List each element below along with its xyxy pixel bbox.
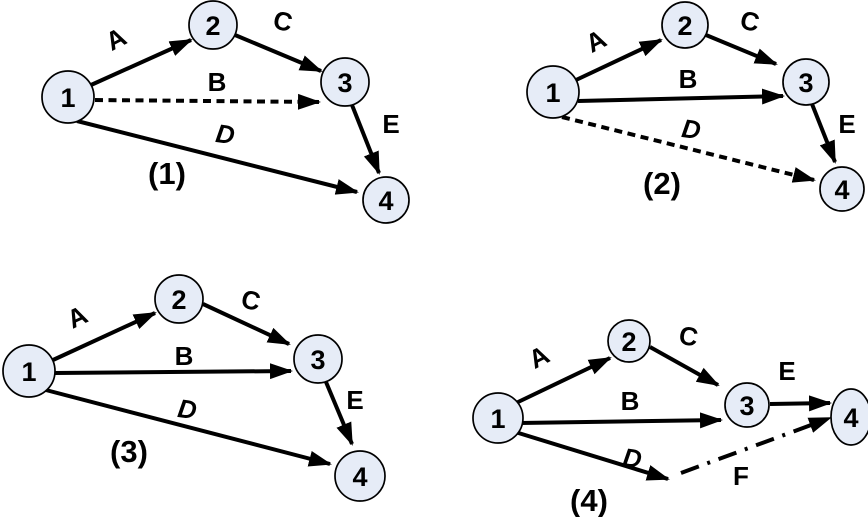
activity-label-e-diagram-4: E bbox=[778, 356, 795, 386]
node-1-circle-diagram-1 bbox=[41, 70, 95, 124]
edge-e-arrow-diagram-4 bbox=[769, 395, 832, 412]
activity-label-e-diagram-1: E bbox=[382, 109, 399, 139]
activity-label-d-diagram-4: D bbox=[621, 442, 644, 474]
activity-label-a-diagram-1: A bbox=[101, 21, 132, 56]
node-1-label-diagram-1: 1 bbox=[60, 83, 75, 113]
edge-a-arrow-diagram-2 bbox=[575, 38, 663, 82]
edge-c-arrow-diagram-4 bbox=[649, 345, 720, 387]
node-4-circle-diagram-3 bbox=[334, 450, 386, 502]
node-1-circle-diagram-2 bbox=[526, 65, 580, 119]
node-3-label-diagram-3: 3 bbox=[310, 345, 325, 375]
activity-label-c-diagram-1: C bbox=[271, 5, 296, 38]
node-2-circle-diagram-1 bbox=[188, 0, 238, 50]
activity-label-a-diagram-3: A bbox=[62, 299, 92, 334]
activity-label-a-diagram-2: A bbox=[581, 23, 612, 58]
activity-label-b-diagram-1: B bbox=[208, 67, 227, 97]
node-4-circle-diagram-4 bbox=[830, 388, 868, 446]
node-4-label-diagram-3: 4 bbox=[352, 462, 367, 492]
activity-label-e-diagram-2: E bbox=[838, 109, 855, 139]
diagram-caption-3: (3) bbox=[110, 434, 148, 469]
edge-d-arrow-diagram-2 bbox=[561, 115, 816, 183]
node-4-circle-diagram-1 bbox=[362, 176, 410, 224]
activity-label-d-diagram-1: D bbox=[214, 118, 237, 150]
activity-label-c-diagram-3: C bbox=[239, 284, 264, 317]
node-2-label-diagram-3: 2 bbox=[171, 285, 186, 315]
node-2-circle-diagram-4 bbox=[607, 319, 651, 363]
node-3-label-diagram-2: 3 bbox=[798, 68, 813, 98]
node-4-label-diagram-1: 4 bbox=[378, 186, 393, 216]
network-diagram-2: 1 2 3 4 A B C D E (2) bbox=[526, 1, 865, 212]
edge-d-arrow-diagram-4 bbox=[511, 429, 670, 481]
activity-label-d-diagram-3: D bbox=[176, 393, 199, 425]
edge-b-arrow-diagram-3 bbox=[54, 363, 293, 380]
edge-a-arrow-diagram-4 bbox=[515, 356, 612, 405]
activity-label-d-diagram-2: D bbox=[680, 113, 703, 145]
edge-d-arrow-diagram-1 bbox=[76, 119, 359, 195]
node-2-label-diagram-1: 2 bbox=[205, 11, 220, 41]
node-1-label-diagram-3: 1 bbox=[21, 357, 36, 387]
node-3-circle-diagram-4 bbox=[724, 382, 770, 428]
node-1-circle-diagram-3 bbox=[2, 344, 56, 398]
node-3-label-diagram-1: 3 bbox=[337, 68, 352, 98]
activity-label-b-diagram-4: B bbox=[621, 386, 640, 416]
node-2-label-diagram-2: 2 bbox=[677, 11, 692, 41]
activity-label-c-diagram-2: C bbox=[738, 5, 763, 38]
activity-label-b-diagram-3: B bbox=[175, 341, 194, 371]
edge-d-arrow-diagram-3 bbox=[41, 387, 332, 467]
edge-b-arrow-diagram-1 bbox=[94, 93, 321, 110]
node-4-label-diagram-4: 4 bbox=[843, 403, 858, 433]
activity-label-c-diagram-4: C bbox=[677, 320, 701, 353]
diagram-caption-1: (1) bbox=[148, 156, 186, 191]
node-1-label-diagram-4: 1 bbox=[490, 404, 505, 434]
node-3-circle-diagram-1 bbox=[320, 57, 370, 107]
edge-e-arrow-diagram-1 bbox=[350, 104, 381, 175]
edge-c-arrow-diagram-1 bbox=[234, 33, 323, 73]
network-diagram-1: 1 2 3 4 A B C D E (1) bbox=[41, 0, 410, 224]
edge-f-arrow-diagram-4 bbox=[680, 416, 832, 475]
edge-e-arrow-diagram-3 bbox=[324, 381, 354, 446]
edge-a-arrow-diagram-1 bbox=[90, 38, 193, 87]
edge-c-arrow-diagram-2 bbox=[705, 33, 778, 66]
edge-b-arrow-diagram-4 bbox=[519, 412, 723, 429]
edge-b-arrow-diagram-2 bbox=[577, 88, 785, 105]
activity-label-e-diagram-3: E bbox=[346, 385, 363, 415]
node-4-label-diagram-2: 4 bbox=[834, 175, 849, 205]
activity-label-f-diagram-4: F bbox=[733, 461, 749, 491]
network-diagram-3: 1 2 3 4 A B C D E (3) bbox=[2, 274, 386, 502]
network-diagram-4: 1 2 3 4 A B C D E F (4) bbox=[472, 319, 868, 517]
node-3-label-diagram-4: 3 bbox=[739, 391, 754, 421]
node-2-circle-diagram-2 bbox=[661, 1, 709, 49]
node-2-circle-diagram-3 bbox=[154, 274, 204, 324]
edge-c-arrow-diagram-3 bbox=[202, 302, 291, 346]
activity-label-a-diagram-4: A bbox=[524, 339, 555, 374]
diagram-caption-4: (4) bbox=[570, 483, 608, 517]
edge-a-arrow-diagram-3 bbox=[52, 311, 157, 362]
node-2-label-diagram-4: 2 bbox=[621, 327, 636, 357]
node-1-circle-diagram-4 bbox=[472, 392, 524, 444]
node-1-label-diagram-2: 1 bbox=[545, 78, 560, 108]
node-3-circle-diagram-3 bbox=[293, 334, 343, 384]
activity-label-b-diagram-2: B bbox=[679, 64, 698, 94]
edge-e-arrow-diagram-2 bbox=[810, 103, 837, 164]
node-4-circle-diagram-2 bbox=[819, 166, 865, 212]
node-3-circle-diagram-2 bbox=[782, 58, 830, 106]
diagram-caption-2: (2) bbox=[643, 166, 681, 201]
